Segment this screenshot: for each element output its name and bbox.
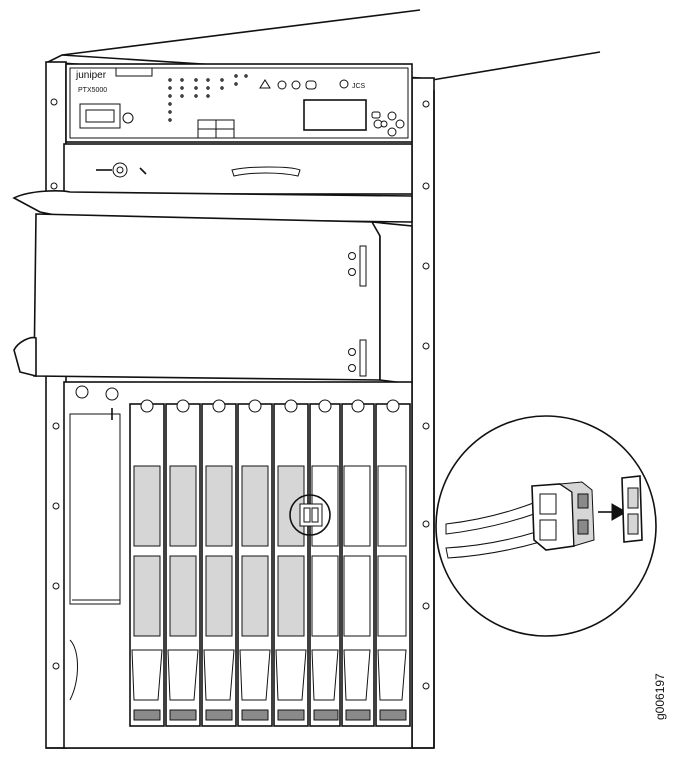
magnified-callout (435, 415, 657, 637)
figure-id: g006197 (653, 673, 667, 720)
fpc-card (165, 399, 201, 727)
model-label: PTX5000 (78, 87, 107, 94)
lcd-nav-buttons (371, 111, 405, 137)
console-port (79, 103, 121, 129)
craft-interface-panel: juniper PTX5000 JCS (65, 63, 413, 143)
brand-logo: juniper (75, 70, 107, 81)
lcd-display (303, 99, 367, 131)
svg-text:JCS: JCS (352, 83, 366, 90)
right-rail-holes (422, 100, 430, 690)
fpc-card (237, 399, 273, 727)
fpc-card (273, 399, 309, 727)
duplex-fiber-connector-icon (531, 481, 595, 551)
fpc-slots (129, 399, 411, 727)
fpc-card (201, 399, 237, 727)
fpc-card (129, 399, 165, 727)
status-led-grid (168, 74, 248, 122)
cover-handle (231, 166, 301, 177)
blank-panel (69, 413, 121, 605)
fpc-card (341, 399, 375, 727)
alarm-indicators (259, 79, 317, 90)
cable-cover-door (12, 190, 413, 385)
highlighted-port (289, 494, 331, 536)
fpc-card (375, 399, 411, 727)
port-receptacle (621, 475, 643, 543)
captive-screw (112, 162, 128, 178)
upper-cover (63, 143, 413, 195)
fpc-card (309, 399, 341, 727)
